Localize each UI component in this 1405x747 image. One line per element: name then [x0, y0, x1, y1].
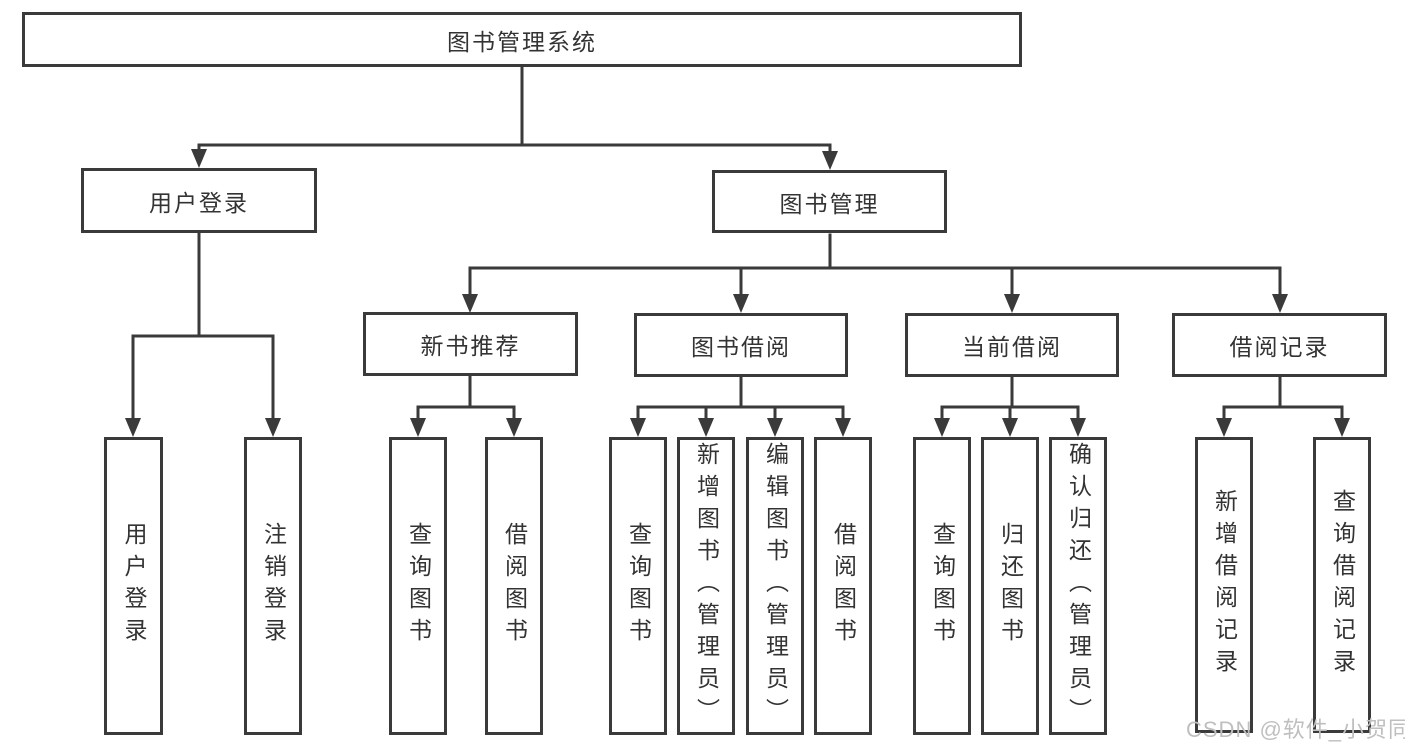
leaf-query-books-newbook: 查询图书 — [389, 437, 447, 735]
arrow-down-icon — [1334, 418, 1350, 437]
connector-bookmgmt-to-level3 — [468, 233, 1282, 300]
arrow-down-icon — [462, 294, 478, 313]
arrow-down-icon — [410, 418, 426, 437]
leaf-return-books: 归还图书 — [981, 437, 1039, 735]
leaf-add-books-admin: 新增图书（管理员） — [677, 437, 735, 735]
leaf-return-books-label: 归还图书 — [997, 522, 1024, 650]
leaf-query-borrow-record-label: 查询借阅记录 — [1329, 489, 1356, 681]
leaf-add-borrow-record-label: 新增借阅记录 — [1211, 489, 1238, 681]
node-new-book-recommend-label: 新书推荐 — [420, 333, 521, 359]
leaf-borrow-books-label: 借阅图书 — [830, 522, 857, 650]
leaf-user-login-label: 用户登录 — [121, 522, 147, 650]
leaf-confirm-return-admin: 确认归还（管理员） — [1049, 437, 1107, 735]
node-book-management: 图书管理 — [712, 170, 947, 233]
connector-bookborrow-to-leaves — [636, 375, 845, 424]
connector-root-to-level2 — [197, 65, 832, 157]
arrow-down-icon — [767, 418, 783, 437]
node-user-login-label: 用户登录 — [149, 189, 249, 216]
arrow-down-icon — [822, 151, 838, 170]
leaf-query-books-borrow-label: 查询图书 — [625, 522, 652, 650]
leaf-edit-books-admin: 编辑图书（管理员） — [746, 437, 804, 735]
leaf-add-books-admin-label: 新增图书（管理员） — [693, 442, 720, 730]
leaf-query-borrow-record: 查询借阅记录 — [1313, 437, 1371, 733]
arrow-down-icon — [733, 294, 749, 313]
leaf-logout: 注销登录 — [244, 437, 302, 735]
connector-userlogin-to-leaves — [131, 231, 275, 424]
arrow-down-icon — [835, 418, 851, 437]
node-new-book-recommend: 新书推荐 — [363, 312, 578, 376]
node-current-borrow: 当前借阅 — [905, 313, 1119, 377]
connector-newbook-to-leaves — [416, 374, 516, 424]
arrow-down-icon — [1070, 418, 1086, 437]
leaf-borrow-books-newbook-label: 借阅图书 — [501, 522, 528, 650]
arrow-down-icon — [1004, 294, 1020, 313]
node-book-management-label: 图书管理 — [779, 190, 880, 217]
arrow-down-icon — [1216, 418, 1232, 437]
arrow-down-icon — [506, 418, 522, 437]
arrow-down-icon — [1002, 418, 1018, 437]
leaf-confirm-return-admin-label: 确认归还（管理员） — [1065, 442, 1092, 730]
leaf-edit-books-admin-label: 编辑图书（管理员） — [762, 442, 789, 730]
node-book-borrow-label: 图书借阅 — [691, 334, 791, 360]
arrow-down-icon — [934, 418, 950, 437]
csdn-watermark: CSDN @软件_小贺同学 — [1186, 717, 1405, 742]
leaf-user-login: 用户登录 — [104, 437, 163, 735]
leaf-add-borrow-record: 新增借阅记录 — [1195, 437, 1253, 733]
arrow-down-icon — [125, 418, 141, 437]
leaf-borrow-books: 借阅图书 — [814, 437, 872, 735]
node-borrow-records-label: 借阅记录 — [1229, 334, 1330, 360]
leaf-logout-label: 注销登录 — [260, 522, 287, 650]
node-current-borrow-label: 当前借阅 — [962, 334, 1062, 360]
leaf-query-books-current-label: 查询图书 — [929, 522, 956, 650]
node-book-borrow: 图书借阅 — [634, 313, 848, 377]
connector-borrowrecord-to-leaves — [1222, 375, 1344, 424]
leaf-query-books-current: 查询图书 — [913, 437, 971, 735]
leaf-query-books-newbook-label: 查询图书 — [405, 522, 432, 650]
leaf-borrow-books-newbook: 借阅图书 — [485, 437, 543, 735]
arrow-down-icon — [265, 418, 281, 437]
node-root: 图书管理系统 — [22, 12, 1022, 67]
arrow-down-icon — [630, 418, 646, 437]
leaf-query-books-borrow: 查询图书 — [609, 437, 667, 735]
arrow-down-icon — [1272, 294, 1288, 313]
node-borrow-records: 借阅记录 — [1172, 313, 1387, 377]
arrow-down-icon — [698, 418, 714, 437]
node-user-login: 用户登录 — [81, 168, 317, 233]
connector-currentborrow-to-leaves — [940, 375, 1080, 424]
arrow-down-icon — [191, 149, 207, 168]
node-root-label: 图书管理系统 — [447, 28, 597, 55]
